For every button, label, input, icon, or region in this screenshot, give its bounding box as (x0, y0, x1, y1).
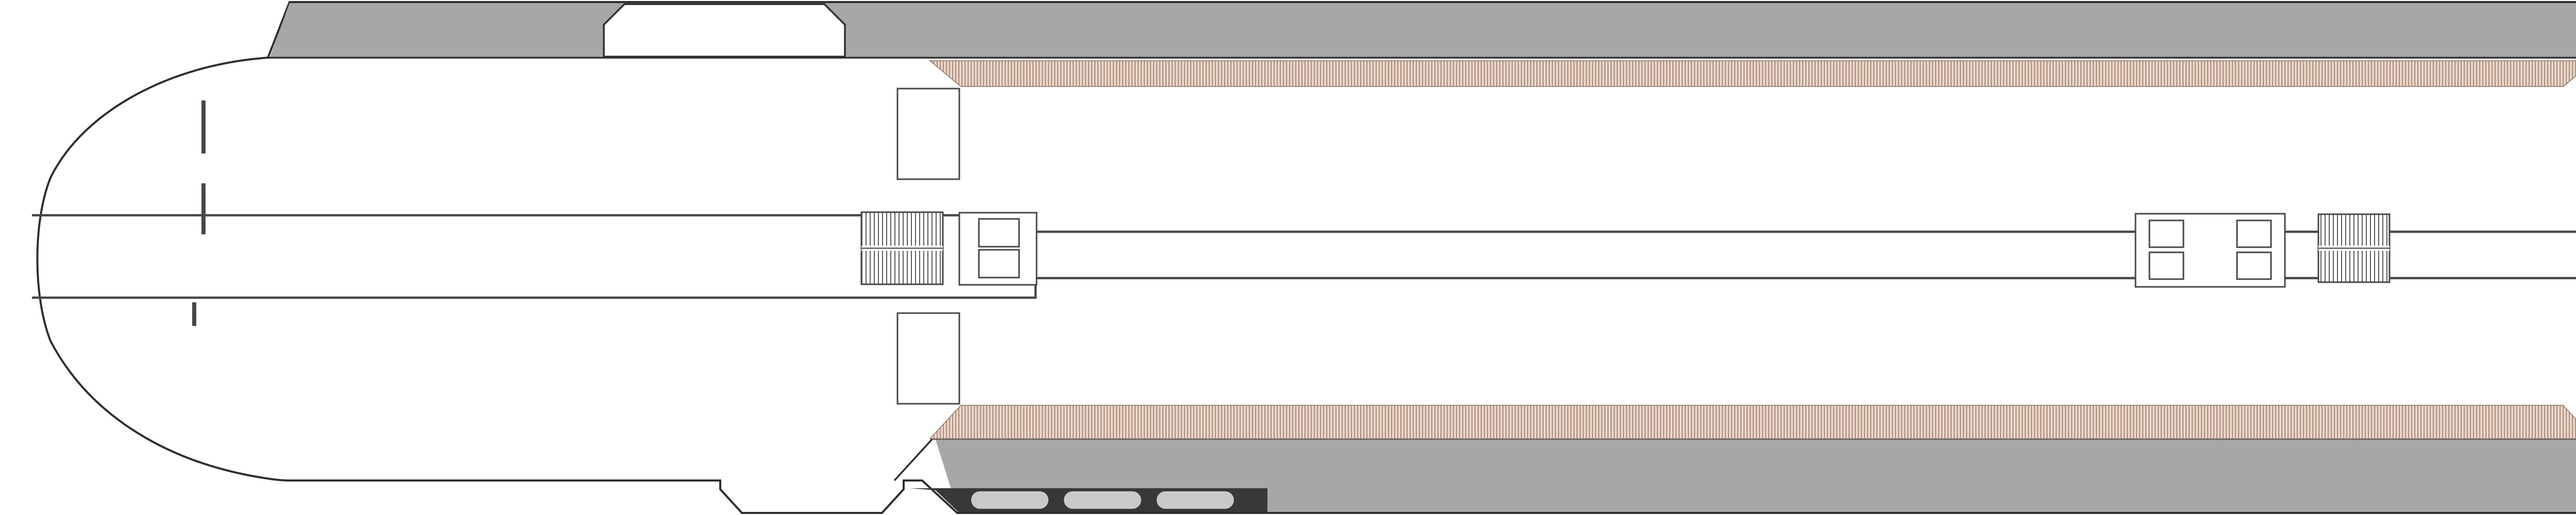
wc-room-bottom (896, 312, 960, 405)
top-balcony-band (928, 60, 2576, 87)
elevator-car[interactable] (2148, 251, 2184, 280)
tender-boat (971, 491, 1048, 509)
elevator-car[interactable] (2236, 251, 2272, 280)
partition-wall (201, 183, 206, 234)
hull-outline (36, 1, 2576, 514)
stern-transition-wall (893, 438, 934, 482)
lower-corridor-wall (32, 277, 2576, 299)
elevator-car[interactable] (978, 249, 1020, 279)
boat-deck-gray-bands (270, 3, 2576, 512)
aft-staircase (860, 211, 944, 285)
tender-boat (1064, 491, 1141, 509)
wc-room-top (896, 88, 960, 180)
partition-wall (192, 302, 196, 326)
chartreuse-bulge (603, 3, 846, 58)
bottom-deck-band (936, 440, 2576, 512)
tender-boat (1157, 491, 1234, 509)
top-deck-band (270, 3, 2576, 57)
elevator-car[interactable] (978, 218, 1020, 248)
aft-elevator-lobby (958, 212, 1038, 286)
elevator-car[interactable] (2148, 219, 2184, 248)
forward-staircase (2317, 213, 2391, 283)
bottom-balcony-band (929, 405, 2576, 439)
partition-wall (201, 100, 206, 153)
forward-elevator-lobby (2134, 213, 2286, 288)
elevator-car[interactable] (2236, 219, 2272, 248)
